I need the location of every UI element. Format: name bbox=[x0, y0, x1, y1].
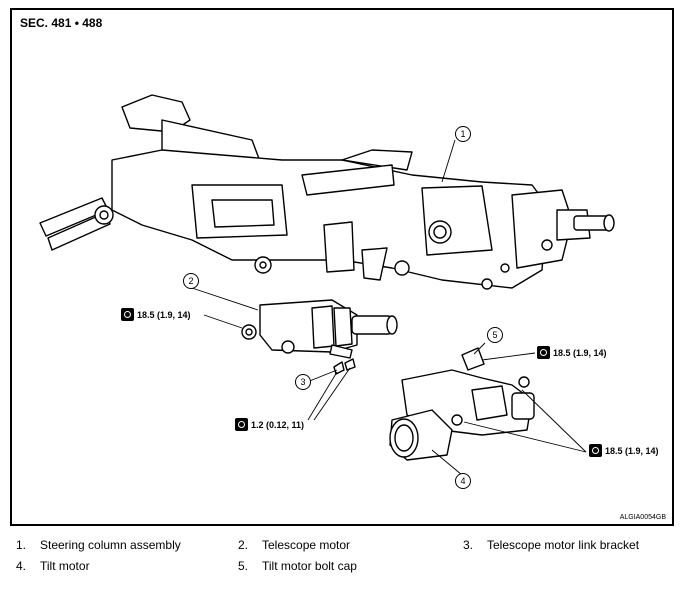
callout-3: 3 bbox=[295, 374, 311, 390]
figure-code: ALGIA0054GB bbox=[619, 514, 666, 521]
legend-item: 2. Telescope motor bbox=[237, 538, 351, 552]
legend-item: 3. Telescope motor link bracket bbox=[462, 538, 640, 552]
torque-wrench-icon bbox=[537, 346, 550, 359]
steering-column-illustration bbox=[39, 94, 615, 476]
legend-item: 1. Steering column assembly bbox=[15, 538, 181, 552]
torque-wrench-icon bbox=[121, 308, 134, 321]
callout-5: 5 bbox=[487, 327, 503, 343]
legend-item: 4. Tilt motor bbox=[15, 559, 90, 573]
torque-wrench-icon bbox=[235, 418, 248, 431]
legend-item: 5. Tilt motor bolt cap bbox=[237, 559, 357, 573]
callout-1: 1 bbox=[455, 126, 471, 142]
callout-4: 4 bbox=[455, 473, 471, 489]
torque-spec-tilt-motor: 18.5 (1.9, 14) bbox=[589, 444, 659, 457]
torque-spec-telescope-motor: 18.5 (1.9, 14) bbox=[121, 308, 191, 321]
diagram-frame: SEC. 481 • 488 bbox=[10, 8, 674, 526]
torque-wrench-icon bbox=[589, 444, 602, 457]
torque-spec-link-bracket: 1.2 (0.12, 11) bbox=[235, 418, 304, 431]
torque-value: 1.2 (0.12, 11) bbox=[251, 419, 305, 430]
torque-value: 18.5 (1.9, 14) bbox=[605, 445, 659, 456]
callout-2: 2 bbox=[183, 273, 199, 289]
torque-value: 18.5 (1.9, 14) bbox=[137, 309, 191, 320]
torque-spec-bolt-cap: 18.5 (1.9, 14) bbox=[537, 346, 607, 359]
section-reference: SEC. 481 • 488 bbox=[20, 16, 103, 30]
torque-value: 18.5 (1.9, 14) bbox=[553, 347, 607, 358]
